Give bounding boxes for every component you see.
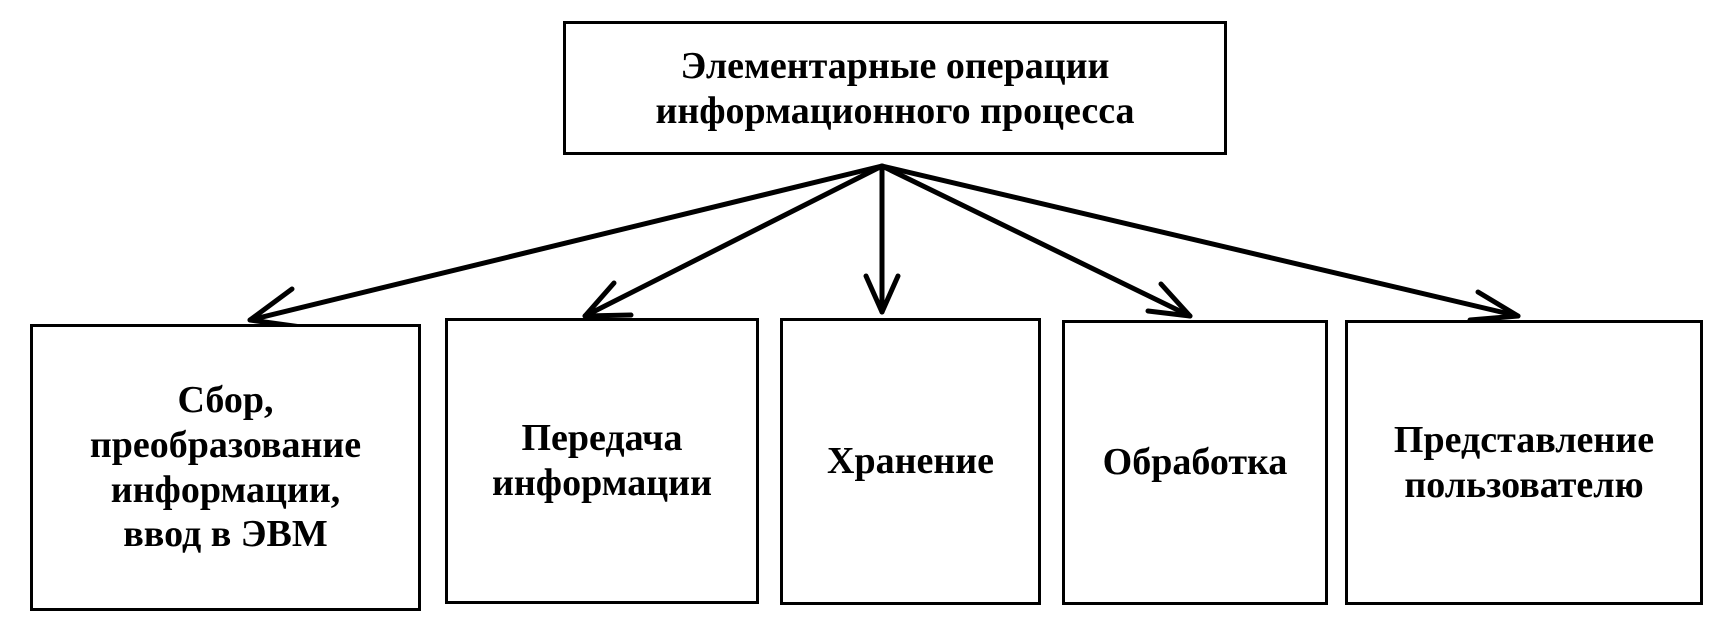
arrow-line-collection (247, 163, 885, 323)
arrowhead-presentation (1467, 289, 1521, 323)
arrow-line-presentation (879, 163, 1521, 319)
arrow-line-processing (879, 163, 1193, 319)
arrow-line-transfer (582, 163, 885, 319)
arrowhead-transfer (582, 280, 634, 319)
arrowhead-storage (863, 273, 901, 315)
operation-box-presentation: Представление пользователю (1345, 320, 1703, 605)
arrowhead-processing (1145, 281, 1193, 319)
operation-box-processing: Обработка (1062, 320, 1328, 605)
arrowhead-collection (247, 286, 304, 330)
operation-box-storage: Хранение (780, 318, 1041, 605)
root-operation-box: Элементарные операции информационного пр… (563, 21, 1227, 155)
operation-box-transfer: Передача информации (445, 318, 759, 604)
operation-box-collection: Сбор, преобразование информации, ввод в … (30, 324, 421, 611)
